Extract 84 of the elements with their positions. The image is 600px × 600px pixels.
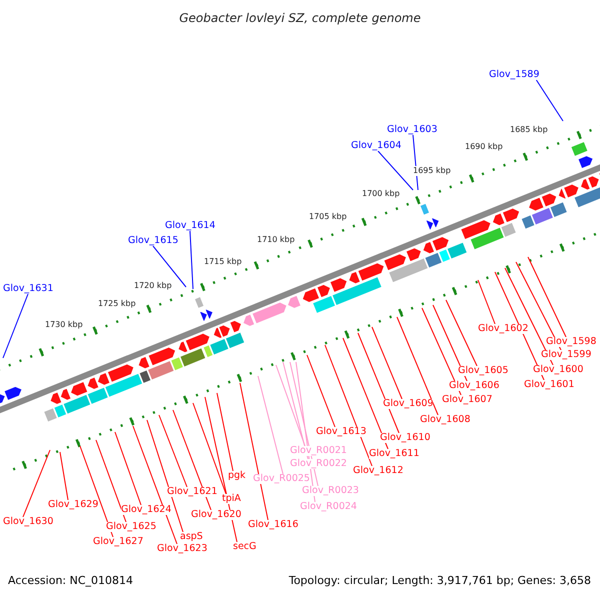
leader-line — [432, 304, 468, 382]
leader-line — [216, 392, 234, 472]
gene-label: Glov_1602 — [478, 324, 528, 334]
leader-line — [132, 426, 178, 544]
gene-label: Glov_1600 — [533, 365, 584, 375]
gene-label: secG — [233, 542, 256, 552]
leader-line — [422, 308, 462, 396]
leader-line — [240, 382, 268, 520]
leader-line — [358, 332, 400, 434]
leader-line — [258, 376, 284, 474]
gene-label: Glov_1604 — [351, 141, 402, 151]
gene-label: Glov_1612 — [353, 466, 404, 476]
gene-label: Glov_1606 — [449, 381, 500, 391]
leader-line — [60, 452, 68, 500]
gene-label: Glov_1608 — [420, 415, 470, 425]
gene-label: tpiA — [222, 494, 241, 504]
gene-label: Glov_1614 — [165, 221, 216, 231]
leader-line — [478, 280, 496, 324]
scale-label: 1730 kbp — [45, 320, 83, 330]
leader-line — [446, 300, 478, 366]
gene-label: Glov_R0024 — [300, 502, 357, 512]
leader-line — [2, 294, 28, 358]
gene-label: Glov_1630 — [3, 517, 54, 527]
gene-label: Glov_1601 — [524, 380, 574, 390]
leader-line — [528, 256, 566, 338]
leader-line — [96, 440, 126, 522]
gene-label: Glov_1610 — [380, 433, 430, 443]
scale-label: 1700 kbp — [362, 189, 400, 199]
gene-label: Glov_R0025 — [253, 474, 310, 484]
leader-line — [536, 80, 564, 122]
gene-label: Glov_R0021 — [290, 446, 347, 456]
leader-line — [504, 268, 554, 366]
gene-label: Glov_1623 — [157, 544, 208, 554]
leader-line — [192, 402, 226, 494]
gene-label: Glov_1599 — [541, 350, 592, 360]
leader-line — [276, 364, 306, 446]
genome-info-text: Topology: circular; Length: 3,917,761 bp; Genes: 3,658 — [288, 576, 591, 586]
leader-line — [516, 262, 562, 350]
gene-label: Glov_1627 — [93, 537, 144, 547]
gene-label: Glov_1625 — [106, 522, 156, 532]
gene-label: Glov_1629 — [48, 500, 98, 510]
gene-label: Glov_1611 — [369, 449, 420, 459]
leader-line — [22, 450, 50, 518]
leader-line — [158, 414, 188, 488]
leader-line — [306, 354, 336, 428]
leader-line — [172, 410, 212, 510]
gene-label: Glov_1613 — [316, 427, 366, 437]
gene-label: pgk — [228, 471, 246, 481]
gene-label: Glov_1598 — [546, 337, 596, 347]
leader-line — [396, 316, 438, 416]
leader-line — [80, 446, 114, 538]
leader-line — [282, 362, 308, 460]
gene-label: Glov_1631 — [3, 284, 54, 294]
leader-line — [342, 338, 388, 450]
gene-label: Glov_1607 — [442, 395, 492, 405]
gene-label: Glov_1603 — [387, 125, 438, 135]
gene-label: aspS — [180, 532, 203, 542]
gene-label: Glov_1589 — [489, 70, 540, 80]
scale-label: 1710 kbp — [257, 235, 295, 245]
gene-label: Glov_R0022 — [290, 459, 347, 469]
gene-label: Glov_1605 — [458, 366, 508, 376]
leader-line — [378, 150, 414, 190]
gene-label: Glov_1609 — [383, 399, 434, 409]
gene-label: Glov_1620 — [191, 510, 242, 520]
scale-label: 1705 kbp — [309, 212, 347, 222]
gene-label: Glov_R0023 — [302, 486, 359, 496]
leader-line — [372, 326, 402, 400]
leader-line — [152, 246, 186, 288]
leader-line — [204, 396, 238, 542]
gene-label: Glov_1616 — [248, 520, 298, 530]
gene-label: Glov_1615 — [128, 236, 178, 246]
scale-label: 1685 kbp — [510, 125, 548, 135]
leader-line — [114, 432, 142, 506]
scale-label: 1715 kbp — [204, 257, 242, 267]
scale-label: 1695 kbp — [413, 166, 451, 176]
gene-label: Glov_1624 — [121, 505, 172, 515]
leader-line — [190, 230, 194, 290]
leader-line — [324, 344, 372, 466]
scale-label: 1725 kbp — [98, 299, 136, 309]
gene-label: Glov_1621 — [167, 487, 218, 497]
scale-label: 1720 kbp — [134, 281, 172, 291]
scale-label: 1690 kbp — [465, 142, 503, 152]
accession-text: Accession: NC_010814 — [8, 576, 134, 586]
leader-line — [146, 420, 184, 532]
